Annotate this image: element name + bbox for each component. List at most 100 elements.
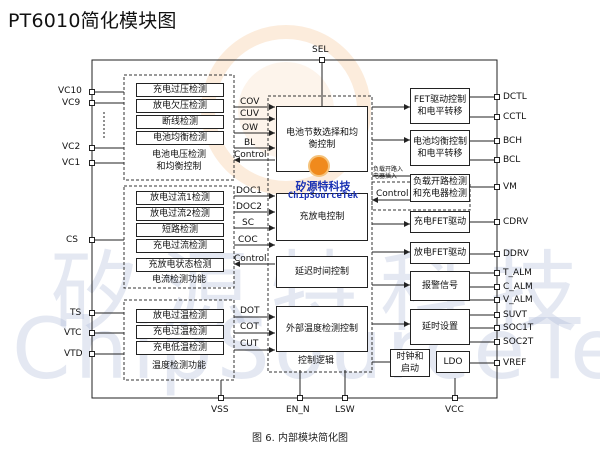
pin-label-ddrv: DDRV (503, 249, 529, 259)
block-cut-detect: 充电低温检测 (136, 341, 224, 355)
signal-control-1: Control (234, 150, 267, 160)
signal-doc2: DOC2 (236, 202, 263, 212)
block-dot-detect: 放电过温检测 (136, 309, 224, 323)
block-balance-detect: 电池均衡检测 (136, 131, 224, 145)
vgroup-note: 电池电压检测 和均衡控制 (151, 150, 206, 172)
pin-sel (319, 57, 325, 63)
signal-sc: SC (242, 218, 254, 228)
block-delay-control: 延迟时间控制 (276, 256, 368, 288)
pin-bch (494, 138, 500, 144)
signal-cot: COT (240, 322, 259, 332)
brand-name-en: ChipSourceTek (287, 191, 359, 201)
block-undervoltage-detect: 放电欠压检测 (136, 99, 224, 113)
pin-label-soc2t: SOC2T (503, 337, 534, 347)
pin-label-bcl: BCL (503, 155, 521, 165)
block-discharge-fet-driver: 放电FET驱动 (410, 242, 470, 264)
pin-label-vc10: VC10 (58, 86, 82, 96)
pin-ddrv (494, 251, 500, 257)
pin-label-v-alm: V_ALM (503, 295, 533, 305)
pin-label-vtc: VTC (64, 328, 82, 338)
pin-soc2t (494, 339, 500, 345)
pin-vtd (89, 351, 95, 357)
pin-vc2 (89, 145, 95, 151)
block-open-wire-detect: 断线检测 (136, 115, 224, 129)
block-short-circuit-detect: 短路检测 (136, 223, 224, 237)
pin-label-soc1t: SOC1T (503, 323, 534, 333)
pin-label-ts: TS (70, 308, 82, 318)
signal-control-3: Control (376, 189, 409, 199)
signal-cut: CUT (240, 339, 259, 349)
load-note: 负载开路入 电器插入 (373, 166, 404, 180)
pin-bcl (494, 157, 500, 163)
pin-ts (89, 310, 95, 316)
block-doc2-detect: 放电过流2检测 (136, 207, 224, 221)
signal-cov: COV (240, 97, 260, 107)
block-ldo: LDO (436, 351, 470, 373)
pin-label-dctl: DCTL (503, 92, 527, 102)
block-state-detect: 充放电状态检测 (136, 258, 224, 272)
pin-cctl (494, 114, 500, 120)
pin-vcc (452, 395, 458, 401)
pin-cdrv (494, 219, 500, 225)
block-clock-startup: 时钟和 启动 (390, 349, 430, 377)
pin-label-cdrv: CDRV (503, 217, 529, 227)
pin-label-cs: CS (66, 235, 78, 245)
pin-en-n (297, 395, 303, 401)
pin-suvt (494, 312, 500, 318)
pin-label-vtd: VTD (64, 349, 83, 359)
block-delay-setting: 延时设置 (410, 309, 470, 345)
pin-vc9 (89, 100, 95, 106)
signal-doc1: DOC1 (236, 186, 263, 196)
signal-cuv: CUV (240, 109, 260, 119)
pin-label-sel: SEL (312, 45, 329, 55)
pin-label-vcc: VCC (445, 405, 464, 415)
signal-bl: BL (244, 138, 256, 148)
block-cot-detect: 充电过温检测 (136, 325, 224, 339)
pin-soc1t (494, 325, 500, 331)
pin-label-en-n: EN_N (286, 405, 310, 415)
pin-label-bch: BCH (503, 136, 523, 146)
pin-vref (494, 360, 500, 366)
cgroup-note: 电流检测功能 (151, 275, 206, 285)
pin-label-lsw: LSW (335, 405, 355, 415)
block-balance-control: 电池均衡控制 和电平转移 (410, 130, 470, 166)
brand-name-cn: 矽源特科技 (295, 180, 351, 193)
pin-lsw (342, 395, 348, 401)
tgroup-note: 温度检测功能 (151, 361, 206, 371)
block-charge-control: 充放电控制 (276, 193, 368, 241)
pin-label-vc9: VC9 (62, 98, 81, 108)
pin-label-cctl: CCTL (503, 112, 527, 122)
signal-dot: DOT (240, 306, 260, 316)
pin-label-vc1: VC1 (62, 158, 81, 168)
block-charge-fet-driver: 充电FET驱动 (410, 211, 470, 233)
pin-cs (89, 237, 95, 243)
block-coc-detect: 充电过流检测 (136, 239, 224, 253)
block-alarm: 报警信号 (410, 271, 470, 301)
block-temp-control: 外部温度检测控制 (276, 306, 368, 352)
pin-label-vc2: VC2 (62, 142, 81, 152)
block-doc1-detect: 放电过流1检测 (136, 191, 224, 205)
pin-label-vref: VREF (503, 358, 527, 368)
page-title: PT6010简化模块图 (8, 10, 177, 32)
pin-t-alm (494, 270, 500, 276)
pin-label-t-alm: T_ALM (503, 268, 532, 278)
pin-c-alm (494, 284, 500, 290)
pin-vss (218, 395, 224, 401)
figure-caption: 图 6. 内部模块简化图 (252, 433, 348, 444)
pin-vc1 (89, 160, 95, 166)
pin-vm (494, 184, 500, 190)
pin-label-c-alm: C_ALM (503, 282, 533, 292)
label-control-logic: 控制逻辑 (298, 356, 335, 366)
pin-label-vm: VM (503, 182, 517, 192)
pin-vc10 (89, 89, 95, 95)
block-overcharge-detect: 充电过压检测 (136, 83, 224, 97)
brand-logo-icon (308, 155, 330, 177)
pin-dctl (494, 94, 500, 100)
pin-v-alm (494, 297, 500, 303)
signal-coc: COC (238, 235, 258, 245)
pin-vtc (89, 330, 95, 336)
block-load-detect: 负载开路检测 和充电器检测 (410, 174, 470, 202)
pin-label-suvt: SUVT (503, 310, 527, 320)
signal-ow: OW (242, 123, 258, 133)
